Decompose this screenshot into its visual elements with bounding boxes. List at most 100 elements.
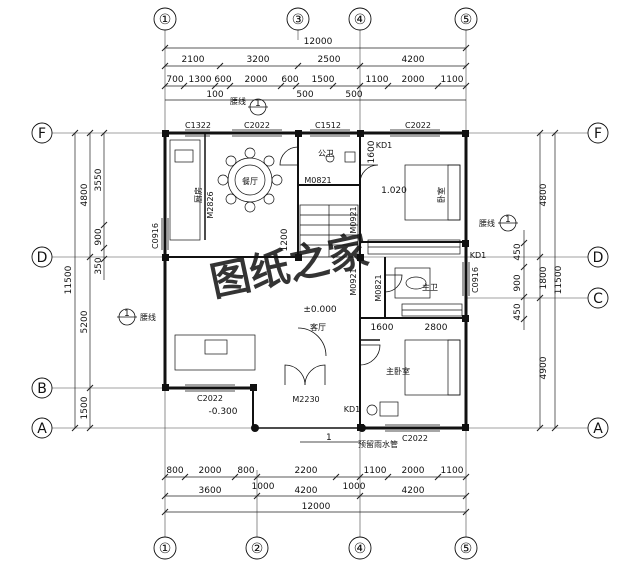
- porch-level: -0.300: [208, 407, 237, 417]
- axis-grid-lines: [52, 28, 588, 540]
- bottom-dim-2000b: 2000: [402, 466, 425, 476]
- top-dim-2000a: 2000: [245, 75, 268, 85]
- inner-dim-2800: 2800: [425, 323, 448, 333]
- bottom-dim-2000a: 2000: [199, 466, 222, 476]
- top-dim-500a: 500: [296, 90, 313, 100]
- bottom-dim-800b: 800: [237, 466, 254, 476]
- code-m0921-lower: M0921: [349, 268, 358, 295]
- top-dim-700: 700: [166, 75, 183, 85]
- right-dim-4800: 4800: [539, 183, 549, 206]
- room-kitchen: 厨房: [193, 187, 203, 203]
- bottom-dim-total: 12000: [302, 502, 331, 512]
- top-dim-1100a: 1100: [366, 75, 389, 85]
- bottom-dim-2200: 2200: [295, 466, 318, 476]
- code-kd1-top: KD1: [376, 141, 393, 150]
- section-marks: [117, 98, 518, 443]
- room-master-bath: 主卫: [422, 282, 438, 292]
- staircase: [299, 204, 359, 258]
- code-kd1-right: KD1: [470, 251, 487, 260]
- axis-left-D: D: [37, 250, 48, 266]
- code-c1512: C1512: [315, 121, 341, 130]
- axis-bottom-2: ②: [251, 541, 264, 557]
- windows: [161, 129, 470, 432]
- bottom-dim-1100a: 1100: [364, 466, 387, 476]
- right-dim-450b: 450: [513, 303, 523, 320]
- axis-top-4: ④: [354, 12, 367, 28]
- top-dim-600b: 600: [281, 75, 298, 85]
- top-dim-3200: 3200: [247, 55, 270, 65]
- bottom-dim-4200a: 4200: [295, 486, 318, 496]
- top-dim-4200: 4200: [402, 55, 425, 65]
- bottom-dim-1000b: 1000: [343, 482, 366, 492]
- axis-left-A: A: [37, 421, 47, 437]
- furniture: [169, 139, 461, 417]
- top-dim-100: 100: [206, 90, 223, 100]
- room-master-bedroom: 主卧室: [386, 366, 410, 376]
- left-dim-3550: 3550: [94, 168, 104, 191]
- code-kd1-bottom: KD1: [344, 405, 361, 414]
- code-c2022-bottom-right: C2022: [402, 434, 428, 443]
- axis-right-C: C: [593, 291, 603, 307]
- code-m2230: M2230: [292, 395, 319, 404]
- bottom-dim-800a: 800: [166, 466, 183, 476]
- inner-dim-1600: 1600: [371, 323, 394, 333]
- waist-line-right: 腰线: [479, 218, 495, 228]
- top-dim-total: 12000: [304, 37, 333, 47]
- doors: [279, 146, 403, 386]
- right-dim-450a: 450: [513, 243, 523, 260]
- room-bedroom: 卧室: [436, 187, 446, 203]
- axis-bottom-4: ④: [354, 541, 367, 557]
- code-c2022-top-left: C2022: [244, 121, 270, 130]
- bottom-dim-1000a: 1000: [252, 482, 275, 492]
- top-dim-500b: 500: [345, 90, 362, 100]
- axis-top-3: ③: [292, 12, 305, 28]
- code-c1322: C1322: [185, 121, 211, 130]
- floor-level: ±0.000: [303, 305, 337, 315]
- code-m2826: M2826: [206, 191, 215, 218]
- top-dim-1100b: 1100: [441, 75, 464, 85]
- top-dim-2000b: 2000: [402, 75, 425, 85]
- bottom-dim-4200b: 4200: [402, 486, 425, 496]
- inner-dim-1600-top: 1600: [367, 140, 377, 163]
- axis-right-F: F: [594, 126, 602, 142]
- axis-left-B: B: [37, 381, 47, 397]
- bottom-dim-1100b: 1100: [441, 466, 464, 476]
- right-dim-900: 900: [513, 274, 523, 291]
- top-dim-2500: 2500: [318, 55, 341, 65]
- left-dim-900: 900: [94, 228, 104, 245]
- axis-top-5: ⑤: [460, 12, 473, 28]
- dimension-lines: [71, 44, 559, 516]
- waist-line-left: 腰线: [140, 312, 156, 322]
- axis-bottom-1: ①: [159, 541, 172, 557]
- code-m0921-upper: M0921: [349, 206, 358, 233]
- columns: [162, 130, 469, 432]
- code-c0916-left: C0916: [151, 223, 160, 249]
- section-mark-right: 1: [505, 215, 511, 225]
- left-dim-1500: 1500: [80, 396, 90, 419]
- top-dim-1300: 1300: [189, 75, 212, 85]
- top-dim-2100: 2100: [182, 55, 205, 65]
- left-dim-4800: 4800: [80, 183, 90, 206]
- drain-label: 预留雨水管: [358, 439, 398, 449]
- code-c2022-bottom-left: C2022: [197, 394, 223, 403]
- left-dim-350: 350: [94, 257, 104, 274]
- axis-bubbles: [31, 7, 609, 560]
- axis-right-D: D: [593, 250, 604, 266]
- left-dim-5200: 5200: [80, 310, 90, 333]
- section-mark-top: 1: [255, 99, 261, 109]
- top-dim-1500: 1500: [312, 75, 335, 85]
- code-c2022-top-right: C2022: [405, 121, 431, 130]
- code-m0821-upper: M0821: [304, 176, 331, 185]
- top-dim-600a: 600: [214, 75, 231, 85]
- bottom-dim-3600: 3600: [199, 486, 222, 496]
- axis-top-1: ①: [159, 12, 172, 28]
- left-dim-total: 11500: [64, 265, 74, 294]
- section-mark-left: 1: [124, 309, 130, 319]
- room-dining: 餐厅: [242, 177, 258, 186]
- waist-line-top: 腰线: [230, 96, 246, 106]
- wardrobes: [367, 239, 463, 317]
- axis-left-F: F: [38, 126, 46, 142]
- code-c0916-right: C0916: [471, 267, 480, 293]
- right-dim-4900: 4900: [539, 356, 549, 379]
- right-dim-1800: 1800: [539, 266, 549, 289]
